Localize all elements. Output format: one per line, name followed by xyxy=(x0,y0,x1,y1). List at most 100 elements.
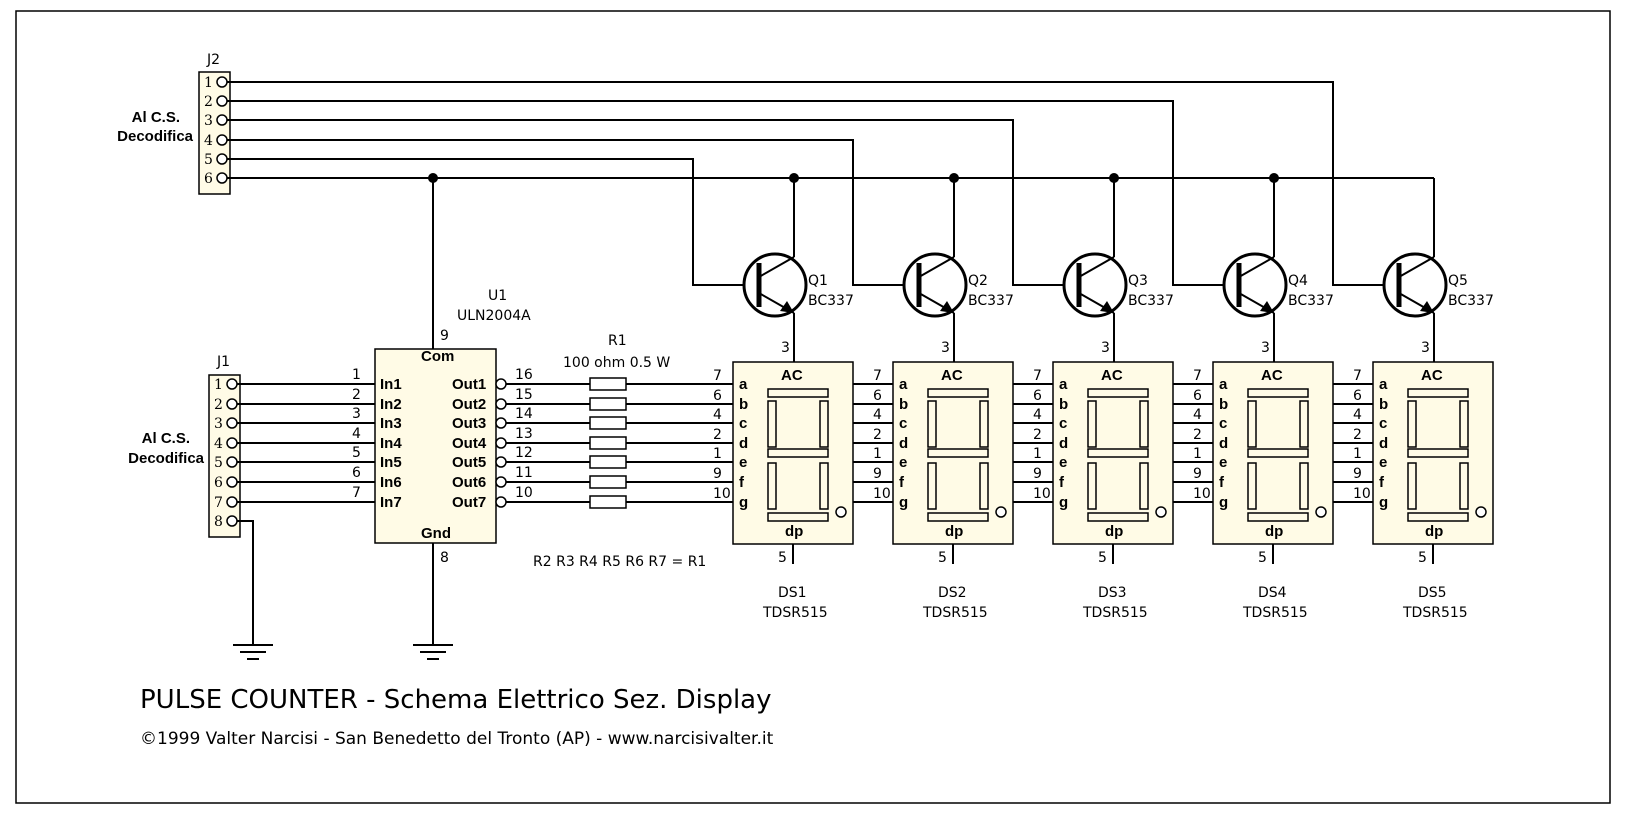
transistor-body xyxy=(742,252,808,318)
display-segment xyxy=(1247,400,1257,448)
copyright-text: ©1999 Valter Narcisi - San Benedetto del… xyxy=(140,729,774,749)
u1-input-pin: 3 xyxy=(352,406,361,422)
display-segment-pin: 9 xyxy=(1033,466,1042,482)
display-segment-pin: 4 xyxy=(1193,407,1202,423)
display-segment xyxy=(1087,462,1097,510)
display-segment xyxy=(767,400,777,448)
display-segment-label: b xyxy=(1219,396,1228,413)
display-segment-label: c xyxy=(739,415,747,432)
display-segment xyxy=(1299,400,1309,448)
display-decimal-point xyxy=(1475,506,1487,518)
display-segment-pin: 1 xyxy=(1033,446,1042,462)
resistor xyxy=(589,475,627,489)
u1-input-label: In5 xyxy=(380,454,402,471)
display-ref: DS1 xyxy=(778,585,807,601)
u1-output-pin: 14 xyxy=(515,406,533,422)
display-segment-pin: 9 xyxy=(1353,466,1362,482)
transistor-body xyxy=(902,252,968,318)
j2-pin-terminal xyxy=(216,134,228,146)
display-segment-pin: 4 xyxy=(873,407,882,423)
display-dp-pin: 5 xyxy=(938,550,947,566)
j2-pin-number: 2 xyxy=(204,94,213,110)
ground-symbol xyxy=(413,625,453,660)
display-segment-label: f xyxy=(1219,474,1225,491)
display-ac-pin: 3 xyxy=(941,340,950,356)
transistor-part: BC337 xyxy=(968,293,1014,309)
display-segment-label: g xyxy=(739,494,748,511)
display-segment xyxy=(927,462,937,510)
display-segment-label: e xyxy=(739,454,747,471)
u1-output-terminal xyxy=(495,476,507,488)
u1-output-label: Out4 xyxy=(452,435,487,452)
display-dp-label: dp xyxy=(1265,523,1283,540)
display-segment-label: e xyxy=(1059,454,1067,471)
r1-value: 100 ohm 0.5 W xyxy=(563,355,670,371)
display-segment xyxy=(1459,462,1469,510)
display-decimal-point xyxy=(1315,506,1327,518)
display-segment-pin: 2 xyxy=(713,427,722,443)
j2-pin-terminal xyxy=(216,153,228,165)
display-segment-pin: 7 xyxy=(1353,368,1362,384)
display-segment-label: d xyxy=(739,435,748,452)
j1-ref: J1 xyxy=(216,354,230,370)
u1-gnd-pin: 8 xyxy=(440,550,449,566)
j1-pin-terminal xyxy=(226,417,238,429)
display-dp-pin: 5 xyxy=(1098,550,1107,566)
u1-input-label: In3 xyxy=(380,415,402,432)
display-segment-pin: 2 xyxy=(1033,427,1042,443)
r1-ref: R1 xyxy=(608,333,627,349)
u1-output-pin: 12 xyxy=(515,445,533,461)
j2-pin-number: 5 xyxy=(204,152,213,168)
resistor xyxy=(589,495,627,509)
display-segment xyxy=(1407,448,1469,458)
display-segment-label: a xyxy=(899,376,908,393)
resistors xyxy=(589,377,627,509)
j1-pin-number: 6 xyxy=(214,475,223,491)
transistor-part: BC337 xyxy=(1288,293,1334,309)
display-dp-label: dp xyxy=(1425,523,1443,540)
display-segment-pin: 6 xyxy=(713,388,722,404)
display-segment xyxy=(1247,512,1309,522)
display-segment-label: d xyxy=(1219,435,1228,452)
display-dp-pin: 5 xyxy=(1418,550,1427,566)
display-segment xyxy=(1139,400,1149,448)
display-dp-pin: 5 xyxy=(1258,550,1267,566)
display-segment-pin: 9 xyxy=(873,466,882,482)
display-decimal-point xyxy=(835,506,847,518)
u1-output-label: Out7 xyxy=(452,494,486,511)
display-segment xyxy=(1459,400,1469,448)
display-dp-label: dp xyxy=(785,523,803,540)
display-part: TDSR515 xyxy=(1082,605,1148,621)
j1-pin-number: 1 xyxy=(214,377,223,393)
display-segment xyxy=(819,400,829,448)
u1-com-pin: 9 xyxy=(440,328,449,344)
transistor-part: BC337 xyxy=(1128,293,1174,309)
transistor-body xyxy=(1382,252,1448,318)
display-ac-label: AC xyxy=(1261,367,1283,384)
j1-pin-number: 3 xyxy=(214,416,223,432)
j1-pin-terminal xyxy=(226,398,238,410)
transistor-collector xyxy=(918,256,955,278)
j2-pin-terminal xyxy=(216,76,228,88)
display-segment-label: c xyxy=(1219,415,1227,432)
j1-pin-terminal xyxy=(226,378,238,390)
display-segment-label: f xyxy=(899,474,905,491)
display-part: TDSR515 xyxy=(762,605,828,621)
display-segment-pin: 2 xyxy=(873,427,882,443)
display-ac-label: AC xyxy=(1101,367,1123,384)
u1-output-label: Out2 xyxy=(452,396,486,413)
display-segment xyxy=(1087,448,1149,458)
display-segment-label: c xyxy=(899,415,907,432)
transistor-ref: Q1 xyxy=(808,273,828,289)
display-segment-pin: 2 xyxy=(1193,427,1202,443)
base-wire xyxy=(227,139,904,286)
display-ac-label: AC xyxy=(781,367,803,384)
transistor-part: BC337 xyxy=(1448,293,1494,309)
display-segment-pin: 1 xyxy=(873,446,882,462)
u1-part: ULN2004A xyxy=(457,308,531,324)
